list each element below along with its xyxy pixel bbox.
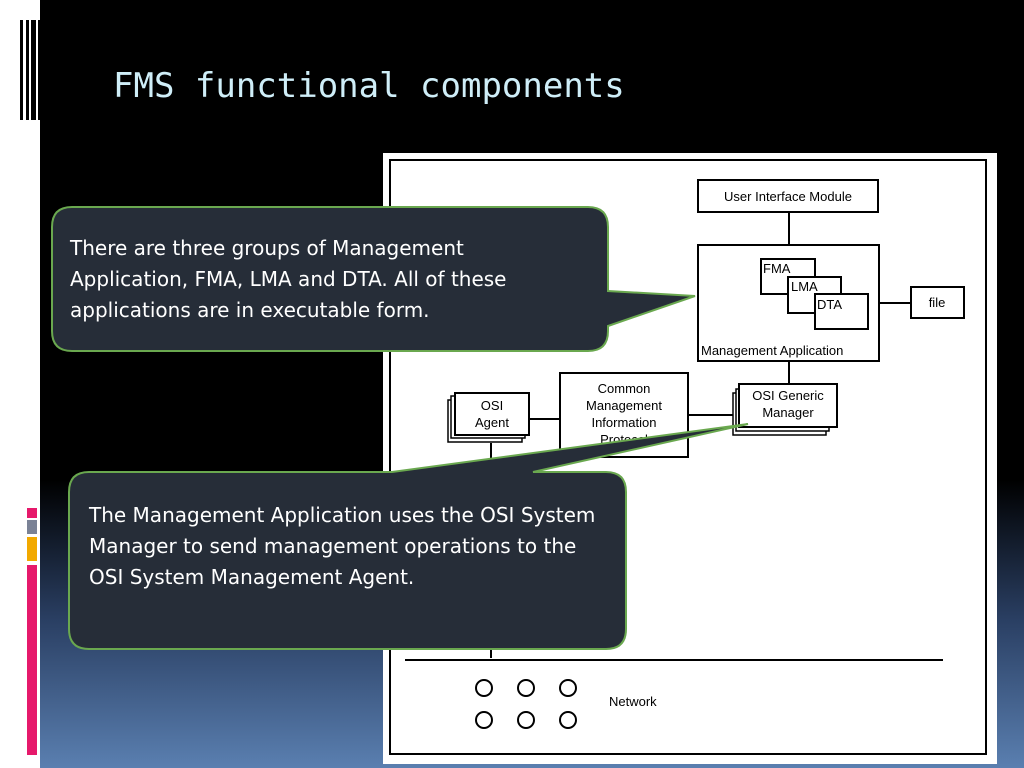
network-label: Network (609, 694, 657, 709)
accent-bar-gray (27, 520, 37, 534)
management-application-label: Management Application (701, 343, 843, 358)
cmip-label-line2: Management (586, 398, 662, 413)
callout-top-text: There are three groups of Management App… (70, 236, 507, 322)
accent-bar-orange (27, 537, 37, 561)
cmip-label-line3: Information (591, 415, 656, 430)
dta-box (814, 293, 869, 330)
user-interface-module-label: User Interface Module (724, 189, 852, 204)
file-label: file (929, 295, 946, 310)
osi-agent-label-line2: Agent (475, 415, 509, 430)
accent-bar-pink-top (27, 508, 37, 518)
network-nodes (475, 679, 577, 729)
figure-frame (389, 159, 987, 755)
callout-bottom-text: The Management Application uses the OSI … (89, 503, 596, 589)
file-box: file (910, 286, 965, 319)
osi-generic-manager-label-line2: Manager (762, 405, 814, 420)
cmip-label-line1: Common (598, 381, 651, 396)
user-interface-module-box: User Interface Module (697, 179, 879, 213)
osi-agent-label-line1: OSI (481, 398, 503, 413)
decorative-lines (20, 20, 42, 120)
lma-label: LMA (791, 279, 818, 294)
osi-agent-box: OSI Agent (447, 392, 530, 443)
dta-label: DTA (817, 297, 842, 312)
osi-generic-manager-label-line1: OSI Generic (752, 388, 824, 403)
fma-label: FMA (763, 261, 791, 276)
slide-title: FMS functional components (113, 66, 625, 106)
callout-top-bubble (51, 206, 696, 352)
management-application-box: FMA LMA DTA Management Application (697, 244, 880, 362)
accent-bar-pink (27, 565, 37, 755)
callout-bottom-bubble (68, 423, 749, 650)
osi-generic-manager-box: OSI Generic Manager (732, 383, 838, 436)
